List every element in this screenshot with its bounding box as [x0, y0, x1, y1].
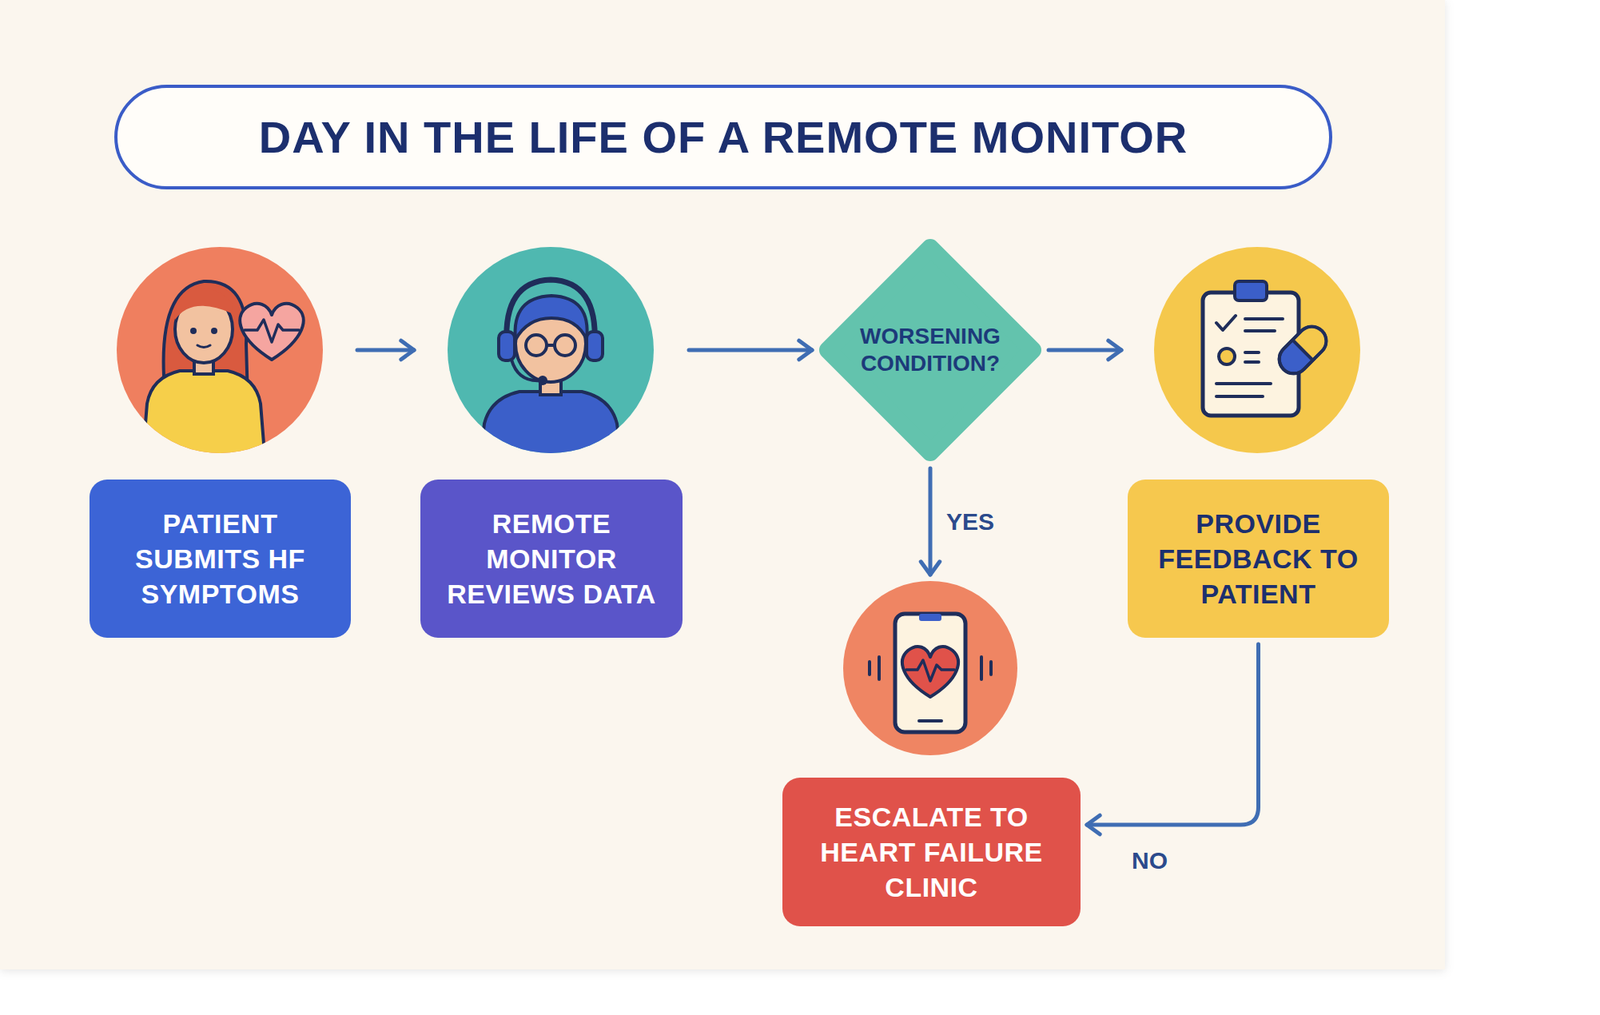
process-step: REMOTE MONITOR REVIEWS DATA — [420, 246, 683, 638]
decision-diamond: WORSENING CONDITION? — [818, 238, 1043, 462]
process-step: PROVIDE FEEDBACK TO PATIENT — [1127, 246, 1390, 638]
process-box: PATIENT SUBMITS HF SYMPTOMS — [89, 479, 351, 638]
process-text: PROVIDE FEEDBACK TO PATIENT — [1142, 505, 1375, 613]
connector-arrow — [688, 340, 812, 360]
diamond-shape — [818, 238, 1043, 462]
title-pill: DAY IN THE LIFE OF A REMOTE MONITOR — [114, 84, 1333, 190]
edge-label: YES — [943, 506, 998, 538]
process-step: PATIENT SUBMITS HF SYMPTOMS — [89, 246, 351, 638]
process-box: PROVIDE FEEDBACK TO PATIENT — [1127, 479, 1390, 638]
connector-arrow — [1048, 340, 1122, 360]
patient-icon — [116, 246, 323, 464]
edge-label: NO — [1128, 845, 1171, 876]
connector-arrow — [1086, 644, 1259, 835]
monitor-person-icon — [447, 246, 654, 464]
process-text: REMOTE MONITOR REVIEWS DATA — [434, 505, 669, 613]
process-box: REMOTE MONITOR REVIEWS DATA — [420, 479, 683, 638]
process-text: ESCALATE TO HEART FAILURE CLINIC — [796, 799, 1067, 906]
title-text: DAY IN THE LIFE OF A REMOTE MONITOR — [258, 111, 1188, 164]
connector-arrow — [920, 468, 940, 575]
process-box: ESCALATE TO HEART FAILURE CLINIC — [782, 777, 1081, 927]
process-step: ESCALATE TO HEART FAILURE CLINIC — [782, 581, 1081, 927]
process-text: PATIENT SUBMITS HF SYMPTOMS — [103, 505, 337, 613]
connector-arrow — [357, 340, 414, 360]
phone-heart-icon — [843, 581, 1018, 756]
card-background — [0, 0, 1445, 970]
decision-text: WORSENING CONDITION? — [851, 322, 1009, 377]
diamond-text-wrap: WORSENING CONDITION? — [818, 238, 1043, 462]
clipboard-icon — [1154, 246, 1361, 454]
